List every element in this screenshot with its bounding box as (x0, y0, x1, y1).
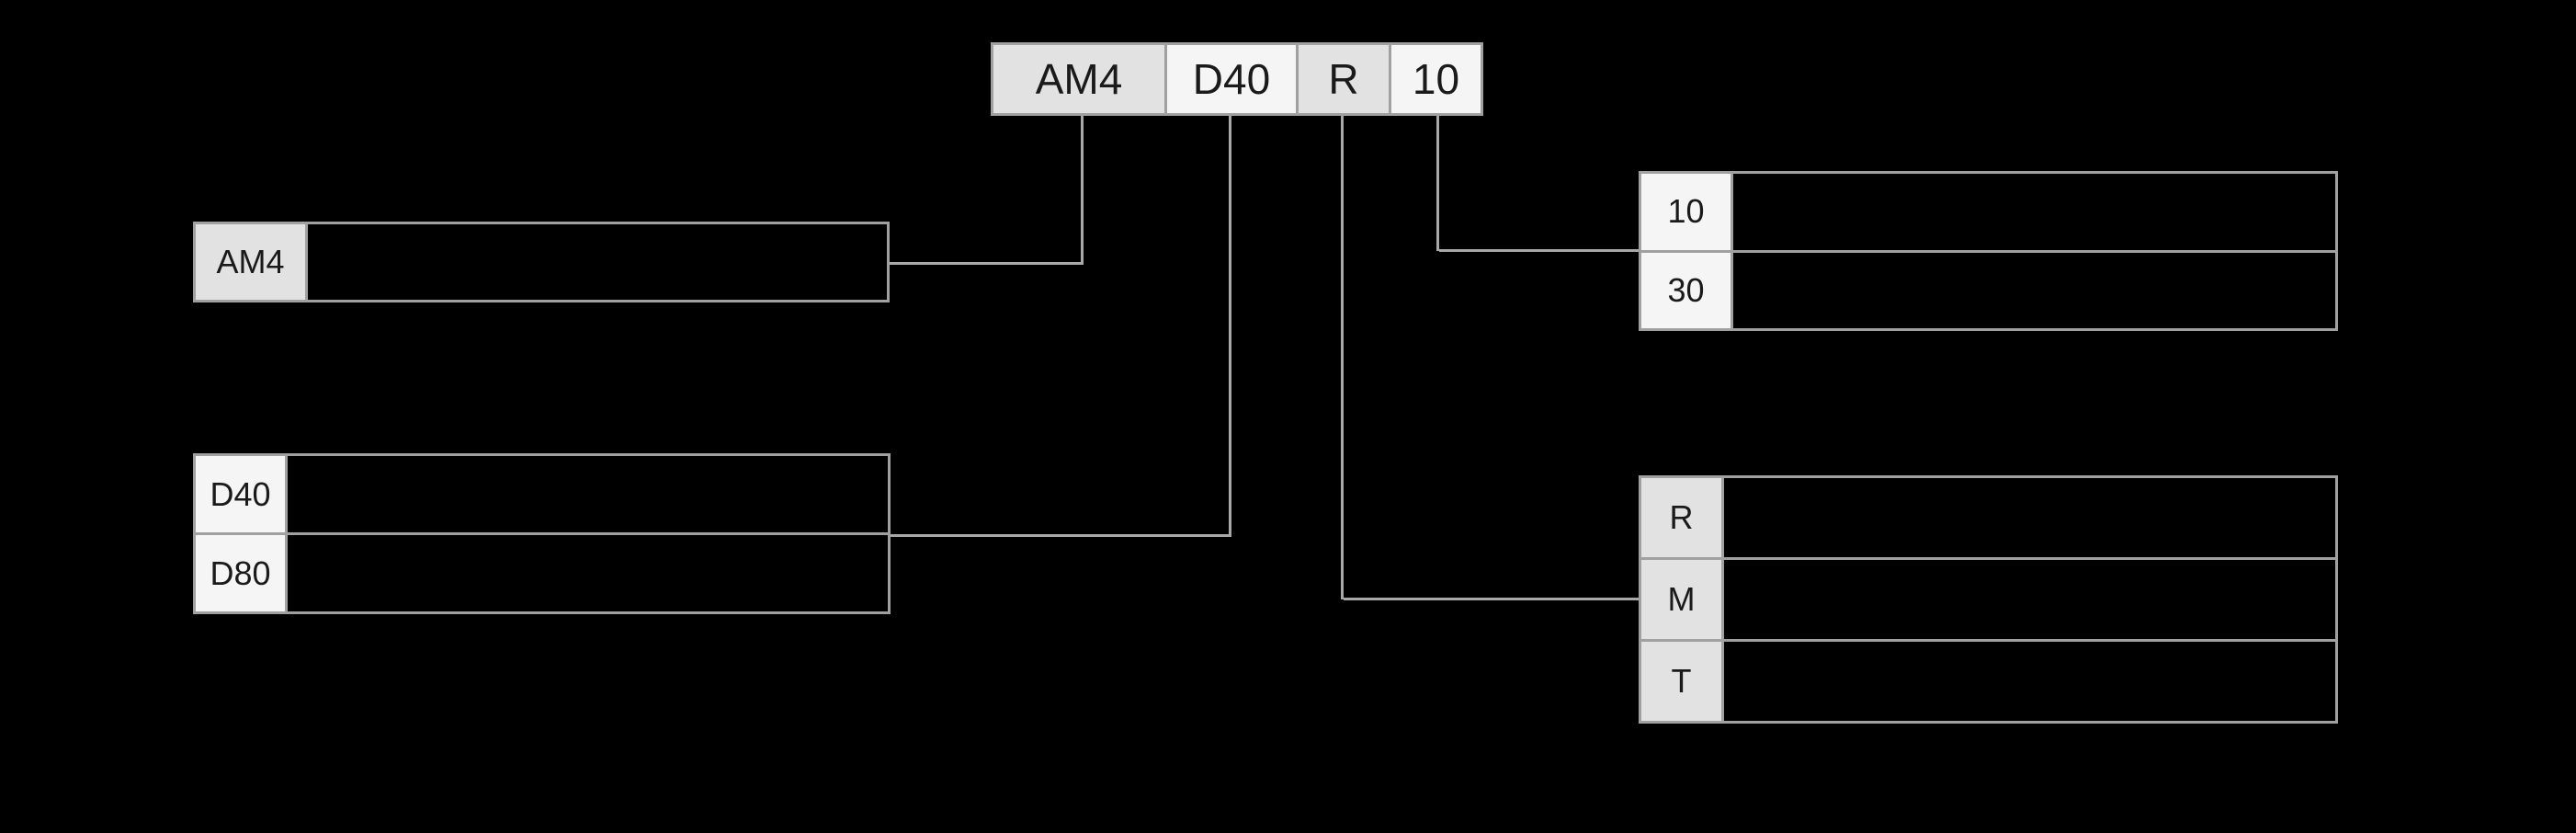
legend-row: R (1641, 478, 2335, 557)
legend-box-d40-d80: D40 D80 (193, 453, 891, 614)
legend-row: M (1641, 557, 2335, 639)
legend-label-m: M (1641, 560, 1724, 639)
legend-label-10: 10 (1641, 174, 1733, 250)
connector-d40-vertical (1229, 116, 1231, 536)
connector-am4-vertical (1081, 116, 1084, 264)
legend-row: AM4 (196, 224, 887, 300)
legend-description-t (1724, 642, 2335, 721)
connector-d40-horizontal (891, 534, 1231, 537)
legend-description-30 (1733, 252, 2335, 328)
legend-label-r: R (1641, 478, 1724, 557)
legend-description-10 (1733, 174, 2335, 250)
legend-label-d80: D80 (196, 535, 288, 611)
legend-row: 30 (1641, 249, 2335, 328)
connector-r-horizontal (1344, 598, 1639, 600)
legend-description-d40 (288, 456, 888, 532)
legend-label-30: 30 (1641, 252, 1733, 328)
connector-r-vertical (1341, 116, 1344, 599)
legend-label-am4: AM4 (196, 224, 308, 300)
code-segment-am4: AM4 (993, 45, 1164, 113)
connector-am4-horizontal (890, 262, 1084, 265)
legend-row: D40 (196, 456, 888, 532)
connector-10-vertical (1436, 116, 1439, 251)
code-segment-10: 10 (1389, 45, 1481, 113)
connector-10-horizontal (1439, 249, 1640, 252)
legend-row: D80 (196, 532, 888, 611)
legend-box-am4: AM4 (193, 222, 890, 302)
legend-description-am4 (308, 224, 887, 300)
legend-row: T (1641, 639, 2335, 721)
legend-label-d40: D40 (196, 456, 288, 532)
code-segment-d40: D40 (1164, 45, 1296, 113)
legend-label-t: T (1641, 642, 1724, 721)
legend-description-d80 (288, 535, 888, 611)
legend-description-m (1724, 560, 2335, 639)
code-segment-r: R (1296, 45, 1389, 113)
legend-description-r (1724, 478, 2335, 557)
legend-box-10-30: 10 30 (1639, 171, 2338, 331)
model-code-bar: AM4 D40 R 10 (991, 42, 1483, 116)
legend-row: 10 (1641, 174, 2335, 250)
legend-box-r-m-t: R M T (1639, 475, 2338, 724)
